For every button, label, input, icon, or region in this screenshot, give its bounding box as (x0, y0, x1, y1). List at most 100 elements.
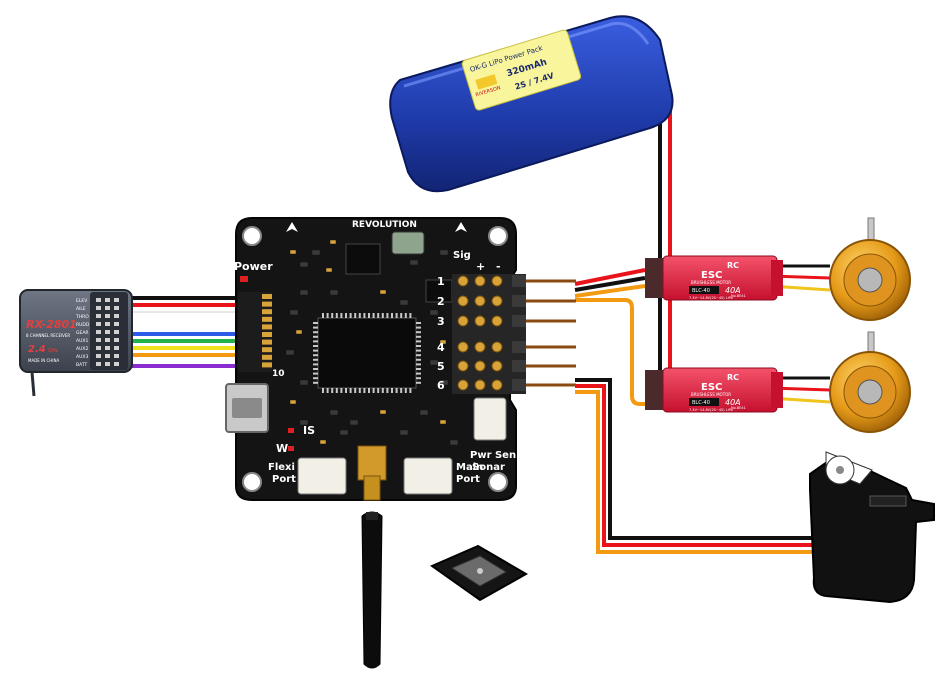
esc-title: ESC (701, 270, 722, 281)
esc-title-small: RC (727, 261, 739, 270)
mcu-pin (313, 381, 318, 384)
smd-component (399, 299, 409, 306)
mcu-pin (313, 326, 318, 329)
mcu-pin (331, 313, 334, 318)
mcu-pin (313, 345, 318, 347)
receiver-channel-label: THRO (75, 314, 89, 320)
mcu-pin (404, 313, 407, 318)
receiver-pin (105, 306, 110, 310)
mcu-pin (358, 388, 361, 393)
receiver-channel-label: ELEV (76, 298, 88, 304)
smd-component (439, 379, 449, 386)
servo (809, 451, 935, 604)
smd-component (429, 309, 439, 316)
esc-spec: No.BE41 (731, 406, 746, 410)
output-number: 6 (437, 379, 445, 392)
esc-spec: No.BE41 (731, 294, 746, 298)
header-block (512, 275, 526, 287)
mcu-pin (416, 349, 421, 352)
mcu-pin (313, 349, 318, 352)
mcu-pin (400, 313, 403, 318)
receiver-pin (114, 314, 119, 318)
mcu-pin (313, 354, 318, 357)
smd-component (299, 261, 309, 268)
mcu-pin (409, 388, 412, 393)
smd-component (299, 379, 309, 386)
mcu-pin (313, 331, 318, 334)
mcu-pin (416, 368, 421, 370)
flexi-port-label: Port (272, 474, 296, 485)
mcu-pin (313, 358, 318, 361)
output-pin (474, 295, 486, 307)
receiver-pin (105, 346, 110, 350)
output-pin (491, 341, 503, 353)
receiver-pin (114, 298, 119, 302)
status-label-w: W (276, 442, 288, 455)
esc-1: RC ESC BRUSHLESS MOTOR BLC-40 40A No.BE4… (645, 255, 783, 301)
receiver-pin (96, 306, 101, 310)
output-pin (491, 360, 503, 372)
output-number: 1 (437, 275, 445, 288)
output-pin (457, 295, 469, 307)
output-pin (457, 275, 469, 287)
receiver-pin (114, 322, 119, 326)
receiver-pin (96, 362, 101, 366)
mount-hole-br (488, 472, 508, 492)
receiver-pin (114, 354, 119, 358)
smd-component (419, 409, 429, 416)
mcu-pin (313, 363, 318, 366)
mcu-pin (381, 313, 384, 318)
esc-spec: 7.4V~14.8V(2S~4S) LiPo (689, 296, 733, 300)
smd-component (319, 439, 327, 445)
receiver-subtitle: 8 CHANNEL RECEIVER (26, 333, 70, 338)
pwr-sen-label: Sonar (472, 462, 505, 473)
mcu-pin (313, 335, 318, 338)
mcu-pin (372, 313, 375, 318)
output-number: 4 (437, 341, 445, 354)
mcu-pin (416, 372, 421, 375)
mcu-pin (313, 377, 318, 380)
output-pin-lead (526, 383, 576, 387)
header-pin (262, 339, 272, 345)
mcu-pin (416, 345, 421, 347)
mcu-pin (313, 340, 318, 343)
mcu-pin (416, 363, 421, 366)
mcu-pin (386, 388, 389, 393)
smd-component (289, 249, 297, 255)
status-led (288, 446, 294, 451)
receiver-header-pins (262, 294, 272, 368)
board-brand: REVOLUTION (352, 220, 417, 230)
output-pin (457, 360, 469, 372)
mcu-pin (391, 388, 393, 393)
mcu-pin (340, 388, 343, 393)
receiver-pin (114, 338, 119, 342)
smd-component (311, 249, 321, 256)
output-pin (457, 379, 469, 391)
output-pin-lead (526, 345, 576, 349)
receiver-channel-label: RUDD (76, 322, 90, 328)
esc-subtitle: BRUSHLESS MOTOR (691, 392, 731, 397)
flexi-port-label: Flexi (268, 462, 295, 473)
header-pin (262, 354, 272, 360)
mcu-pins (313, 313, 421, 393)
header-pin (262, 362, 272, 368)
mcu-pin (354, 388, 357, 393)
antenna-connector (357, 445, 387, 481)
output-pin (457, 315, 469, 327)
header-pin (262, 324, 272, 330)
status-label-is: IS (303, 424, 315, 437)
mcu-pin (368, 388, 370, 393)
receiver-pin (105, 298, 110, 302)
header-pin (262, 309, 272, 315)
receiver-pin (96, 346, 101, 350)
power-label: Power (234, 260, 273, 273)
output-pin (474, 379, 486, 391)
output-pin (457, 341, 469, 353)
output-number: 3 (437, 315, 445, 328)
receiver-pin (105, 354, 110, 358)
output-pin-lead (526, 299, 576, 303)
receiver-pin (105, 314, 110, 318)
brushless-motor-1 (829, 217, 911, 321)
